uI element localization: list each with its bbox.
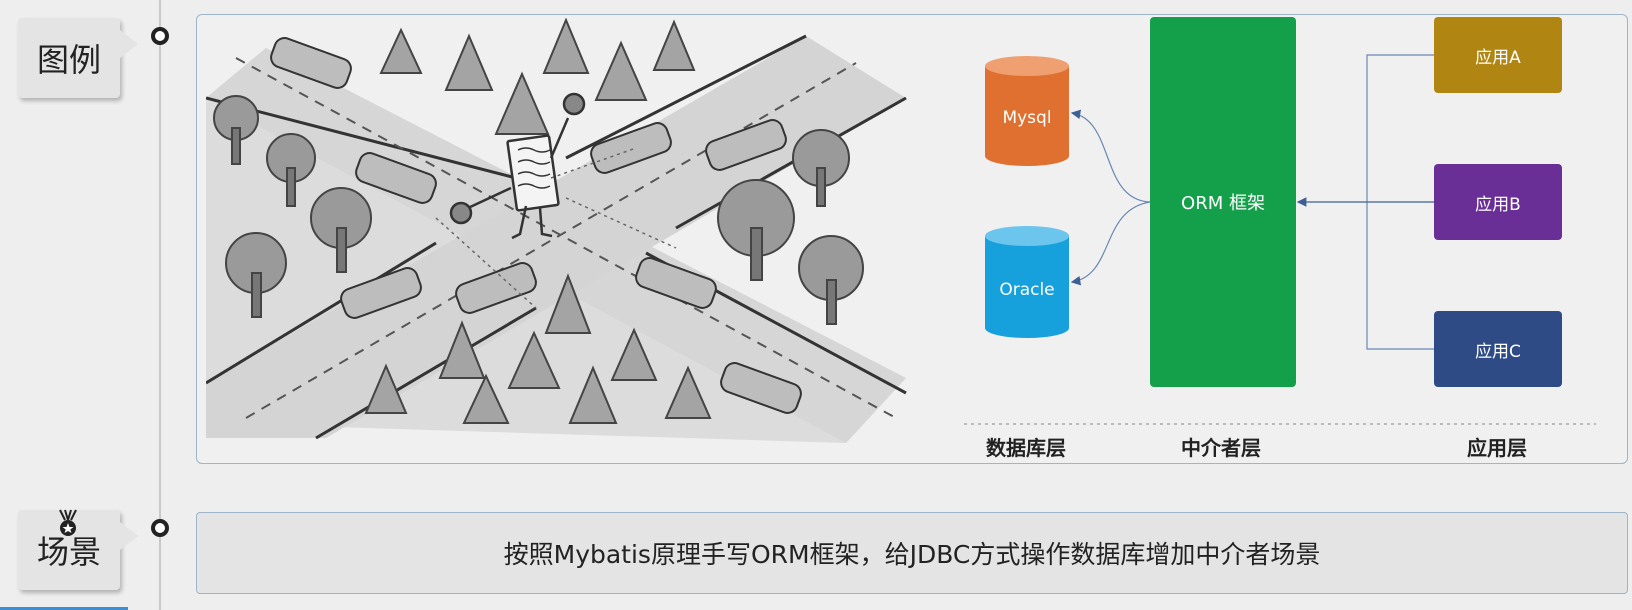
mysql-label: Mysql bbox=[1002, 108, 1052, 128]
medal-icon bbox=[59, 509, 77, 536]
legend-timeline-dot bbox=[151, 27, 169, 45]
mysql-database: Mysql bbox=[985, 56, 1069, 166]
app-b-label: 应用B bbox=[1475, 194, 1521, 215]
scene-description: 按照Mybatis原理手写ORM框架，给JDBC方式操作数据库增加中介者场景 bbox=[503, 540, 1321, 569]
slide-progress-bar bbox=[0, 607, 128, 610]
scene-tag: 场景 bbox=[18, 510, 138, 590]
database-cylinder-icon bbox=[985, 56, 1069, 166]
intersection-traffic-controller-illustration bbox=[206, 18, 907, 443]
connector-lines bbox=[964, 54, 1596, 425]
timeline-line bbox=[159, 0, 161, 610]
oracle-label: Oracle bbox=[999, 280, 1055, 300]
app-c-label: 应用C bbox=[1475, 341, 1521, 362]
orm-to-mysql-arrow bbox=[1070, 109, 1151, 203]
app-b-block: 应用B bbox=[1434, 164, 1562, 240]
app-a-block: 应用A bbox=[1434, 17, 1562, 93]
orm-framework-block: ORM 框架 bbox=[1150, 17, 1296, 387]
database-cylinder-icon bbox=[985, 226, 1069, 338]
application-layer-label: 应用层 bbox=[1467, 436, 1527, 460]
scene-timeline-dot bbox=[151, 519, 169, 537]
legend-tag-label: 图例 bbox=[36, 41, 101, 79]
scene-panel: 按照Mybatis原理手写ORM框架，给JDBC方式操作数据库增加中介者场景 bbox=[196, 512, 1628, 594]
oracle-database: Oracle bbox=[985, 226, 1069, 338]
app-a-label: 应用A bbox=[1475, 47, 1521, 68]
legend-tag: 图例 bbox=[18, 18, 138, 98]
scene-tag-label: 场景 bbox=[36, 533, 101, 571]
app-c-block: 应用C bbox=[1434, 311, 1562, 387]
database-layer-label: 数据库层 bbox=[986, 436, 1066, 460]
orm-framework-label: ORM 框架 bbox=[1181, 193, 1265, 214]
middleware-layer-label: 中介者层 bbox=[1181, 436, 1261, 460]
orm-to-oracle-arrow bbox=[1070, 201, 1151, 286]
